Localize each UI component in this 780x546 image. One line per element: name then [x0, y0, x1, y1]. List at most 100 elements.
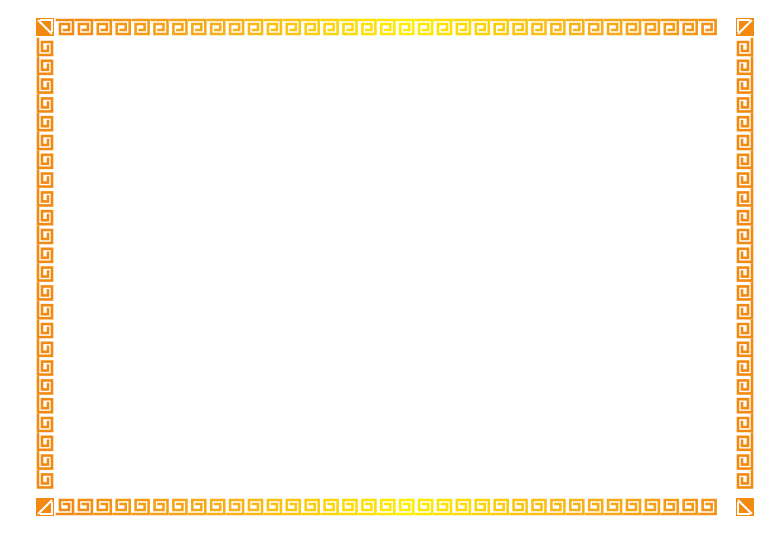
greek-key-motif-icon — [36, 470, 54, 489]
greek-key-motif-icon — [736, 206, 754, 226]
greek-key-motif-icon — [509, 498, 528, 516]
greek-key-motif-icon — [263, 498, 283, 516]
greek-key-motif-icon — [36, 413, 54, 433]
greek-key-motif-icon — [736, 357, 754, 376]
greek-key-motif-icon — [528, 498, 547, 516]
greek-key-motif-icon — [452, 498, 472, 516]
greek-key-motif-icon — [169, 498, 188, 516]
greek-key-motif-icon — [93, 18, 113, 36]
greek-key-motif-icon — [641, 18, 661, 36]
greek-key-motif-icon — [736, 150, 754, 170]
corner-top-left-icon — [36, 18, 54, 36]
greek-key-motif-icon — [36, 112, 54, 132]
greek-key-motif-icon — [150, 18, 169, 36]
greek-key-motif-icon — [36, 338, 54, 358]
greek-key-motif-icon — [55, 18, 75, 36]
greek-key-motif-icon — [74, 18, 94, 36]
greek-key-motif-icon — [736, 282, 754, 301]
greek-key-motif-icon — [188, 498, 207, 516]
greek-key-motif-icon — [736, 131, 754, 151]
greek-key-motif-icon — [736, 413, 754, 433]
greek-key-motif-icon — [471, 498, 491, 516]
greek-key-motif-icon — [112, 498, 131, 516]
greek-key-motif-icon — [395, 18, 415, 36]
greek-key-motif-icon — [547, 498, 566, 516]
greek-key-motif-icon — [660, 498, 680, 516]
greek-key-motif-icon — [36, 263, 54, 282]
greek-key-motif-icon — [736, 300, 754, 320]
corner-top-right-icon — [736, 18, 754, 36]
greek-key-motif-icon — [736, 94, 754, 113]
greek-key-motif-icon — [471, 18, 491, 36]
greek-key-motif-icon — [36, 394, 54, 414]
greek-key-motif-icon — [622, 18, 642, 36]
greek-key-motif-icon — [660, 18, 680, 36]
greek-key-motif-icon — [112, 18, 131, 36]
greek-key-motif-icon — [93, 498, 113, 516]
greek-key-motif-icon — [565, 18, 585, 36]
bottom-border-band — [55, 498, 717, 516]
greek-key-motif-icon — [736, 394, 754, 414]
greek-key-motif-icon — [131, 498, 150, 516]
greek-key-motif-icon — [358, 498, 377, 516]
greek-key-motif-icon — [36, 376, 54, 395]
greek-key-motif-icon — [301, 498, 321, 516]
greek-key-motif-icon — [36, 451, 54, 470]
greek-key-motif-icon — [150, 498, 169, 516]
greek-key-motif-icon — [736, 37, 754, 57]
greek-key-motif-icon — [528, 18, 547, 36]
greek-key-motif-icon — [36, 131, 54, 151]
greek-key-motif-icon — [358, 18, 377, 36]
greek-key-motif-icon — [414, 18, 434, 36]
greek-key-motif-icon — [736, 451, 754, 470]
greek-key-motif-icon — [736, 169, 754, 188]
greek-key-motif-icon — [339, 498, 358, 516]
greek-key-motif-icon — [736, 338, 754, 358]
greek-key-motif-icon — [36, 150, 54, 170]
greek-key-motif-icon — [736, 432, 754, 452]
greek-key-motif-icon — [36, 206, 54, 226]
greek-key-motif-icon — [206, 498, 226, 516]
greek-key-motif-icon — [188, 18, 207, 36]
greek-key-motif-icon — [131, 18, 150, 36]
greek-key-motif-icon — [679, 18, 699, 36]
greek-key-motif-icon — [509, 18, 528, 36]
greek-key-motif-icon — [74, 498, 94, 516]
greek-key-motif-icon — [698, 498, 717, 516]
greek-key-motif-icon — [433, 18, 453, 36]
greek-key-motif-icon — [225, 498, 245, 516]
greek-key-motif-icon — [301, 18, 321, 36]
left-border-band — [36, 37, 54, 489]
greek-key-motif-icon — [736, 56, 754, 76]
corner-bottom-left-icon — [36, 498, 54, 516]
greek-key-motif-icon — [490, 18, 510, 36]
greek-key-motif-icon — [736, 319, 754, 339]
greek-key-motif-icon — [376, 18, 396, 36]
right-border-band — [736, 37, 754, 489]
greek-key-motif-icon — [603, 498, 623, 516]
greek-key-motif-icon — [36, 188, 54, 207]
greek-key-motif-icon — [490, 498, 510, 516]
greek-key-motif-icon — [736, 263, 754, 282]
top-border-band — [55, 18, 717, 36]
greek-key-motif-icon — [736, 244, 754, 264]
greek-key-motif-icon — [36, 56, 54, 76]
greek-key-motif-icon — [36, 225, 54, 245]
corner-bottom-right-icon — [736, 498, 754, 516]
greek-key-motif-icon — [679, 498, 699, 516]
greek-key-motif-icon — [36, 169, 54, 188]
greek-key-motif-icon — [36, 357, 54, 376]
greek-key-motif-icon — [36, 244, 54, 264]
greek-key-motif-icon — [565, 498, 585, 516]
greek-key-motif-icon — [376, 498, 396, 516]
greek-key-motif-icon — [339, 18, 358, 36]
greek-key-motif-icon — [603, 18, 623, 36]
greek-key-motif-icon — [622, 498, 642, 516]
greek-key-motif-icon — [36, 319, 54, 339]
greek-key-motif-icon — [36, 300, 54, 320]
greek-key-motif-icon — [36, 37, 54, 57]
greek-key-motif-icon — [36, 282, 54, 301]
greek-key-motif-icon — [244, 498, 264, 516]
greek-key-motif-icon — [320, 498, 339, 516]
